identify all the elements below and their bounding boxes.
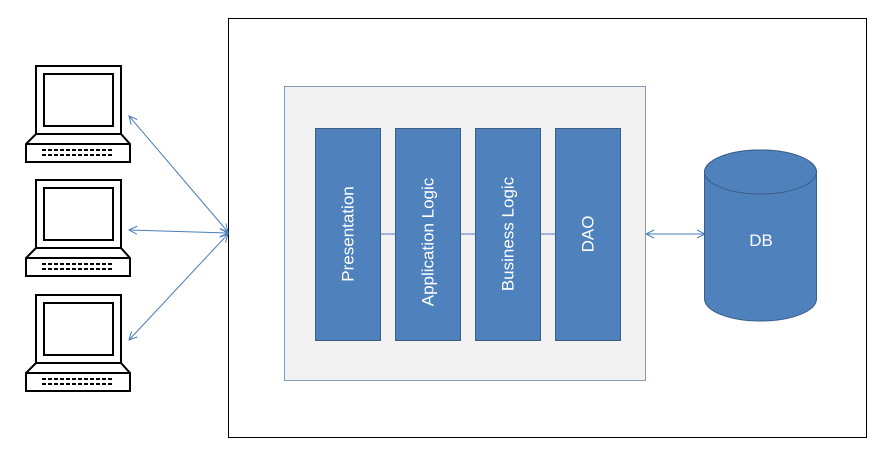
database-label: DB <box>749 231 773 250</box>
layer-business-logic: Business Logic <box>475 128 541 341</box>
layer-application-logic-box <box>395 128 461 341</box>
arrow-client-3 <box>129 234 228 340</box>
arrow-client-2 <box>129 230 228 233</box>
layer-application-logic: Application Logic <box>395 128 461 341</box>
layer-presentation-box <box>315 128 381 341</box>
layer-dao-box <box>555 128 621 341</box>
computer-terminal-icon <box>25 65 131 163</box>
layer-dao-label: DAO <box>578 216 597 253</box>
layer-presentation: Presentation <box>315 128 381 341</box>
database-cylinder-icon: DB <box>704 149 817 322</box>
layer-business-logic-label: Business Logic <box>498 176 517 291</box>
computer-terminal-icon <box>25 179 131 277</box>
layer-dao: DAO <box>555 128 621 341</box>
layer-presentation-label: Presentation <box>338 186 357 281</box>
layer-application-logic-label: Application Logic <box>418 177 437 306</box>
arrow-client-1 <box>129 116 228 232</box>
database-top <box>704 149 817 195</box>
computer-terminal-icon <box>25 294 131 392</box>
layer-business-logic-box <box>475 128 541 341</box>
